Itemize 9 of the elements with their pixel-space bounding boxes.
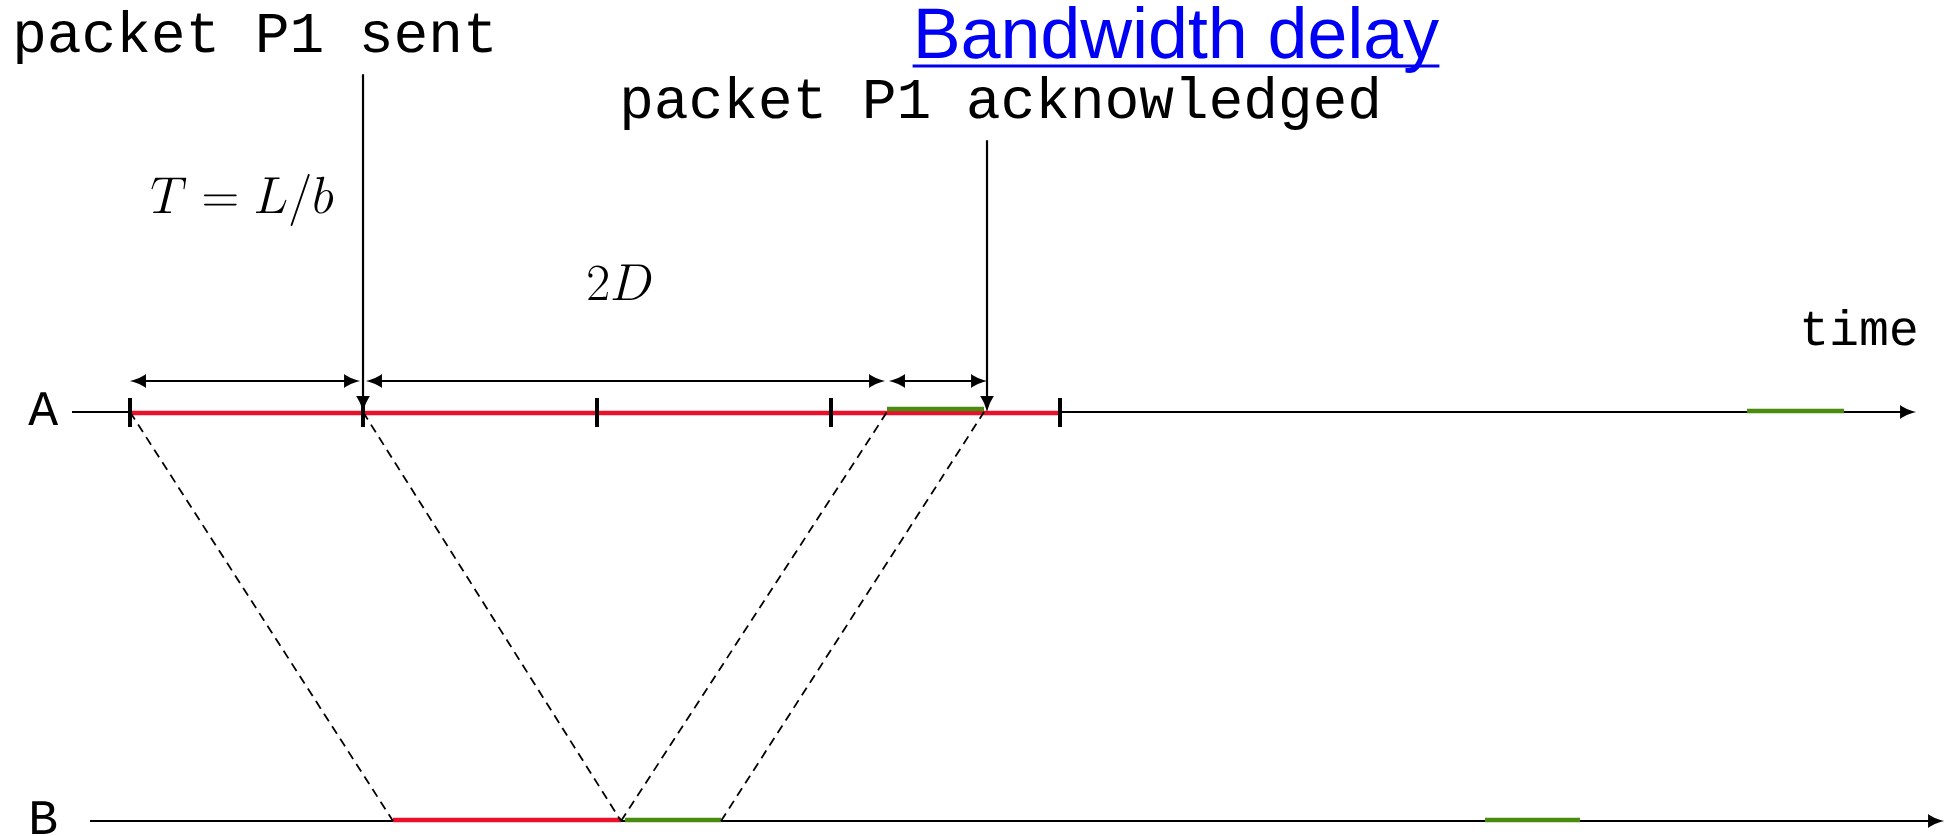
leader-line <box>981 140 993 410</box>
annotation: packet P1 acknowledged <box>624 76 1377 130</box>
title: Bandwidth delay <box>912 6 1440 73</box>
axis-label: B <box>32 801 57 834</box>
formula-label: $T=L/b$ <box>151 174 334 226</box>
axis-label: A <box>28 392 59 425</box>
axis-label: time <box>1803 308 1916 346</box>
annotation: packet P1 sent <box>17 10 492 64</box>
formula-label: $2D$ <box>588 264 652 300</box>
